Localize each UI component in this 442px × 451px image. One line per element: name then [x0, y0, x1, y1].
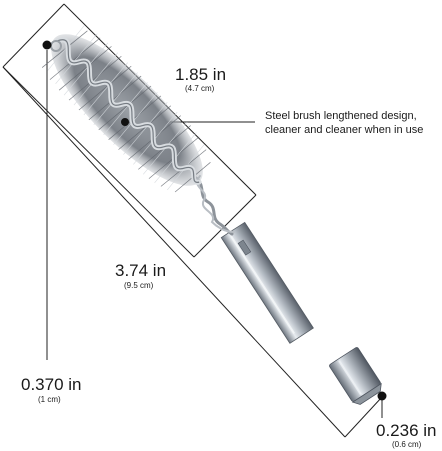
brush-tip-marker: [42, 40, 52, 50]
total-length-line: [2, 66, 346, 438]
wire-brush: [41, 24, 382, 405]
dimension-lines: [2, 3, 383, 438]
total-length-label: 3.74 in: [115, 261, 166, 280]
brush-diameter-metric: (1 cm): [38, 395, 61, 404]
dimension-markers: [42, 40, 387, 401]
total-length-metric: (9.5 cm): [124, 281, 154, 290]
brush-length-bracket-edge: [2, 3, 65, 68]
feature-note-line2: cleaner and cleaner when in use: [265, 124, 423, 136]
brush-length-bracket-edge: [193, 194, 257, 258]
brush-length-label: 1.85 in: [175, 65, 226, 84]
twisted-wire: [194, 175, 235, 236]
shank-end-marker: [377, 391, 387, 401]
feature-note-marker: [121, 118, 129, 126]
shank-end-tick: [344, 396, 383, 438]
brush-diameter-label: 0.370 in: [21, 375, 82, 394]
shank-size-label: 0.236 in: [376, 421, 437, 440]
brush-length-metric: (4.7 cm): [185, 84, 215, 93]
hex-shank-end: [329, 347, 382, 405]
shank-size-metric: (0.6 cm): [392, 440, 422, 449]
feature-note-line1: Steel brush lengthened design,: [265, 110, 417, 122]
shank: [220, 221, 314, 344]
bristles: [41, 24, 211, 193]
brush-length-bracket-edge: [2, 66, 195, 258]
